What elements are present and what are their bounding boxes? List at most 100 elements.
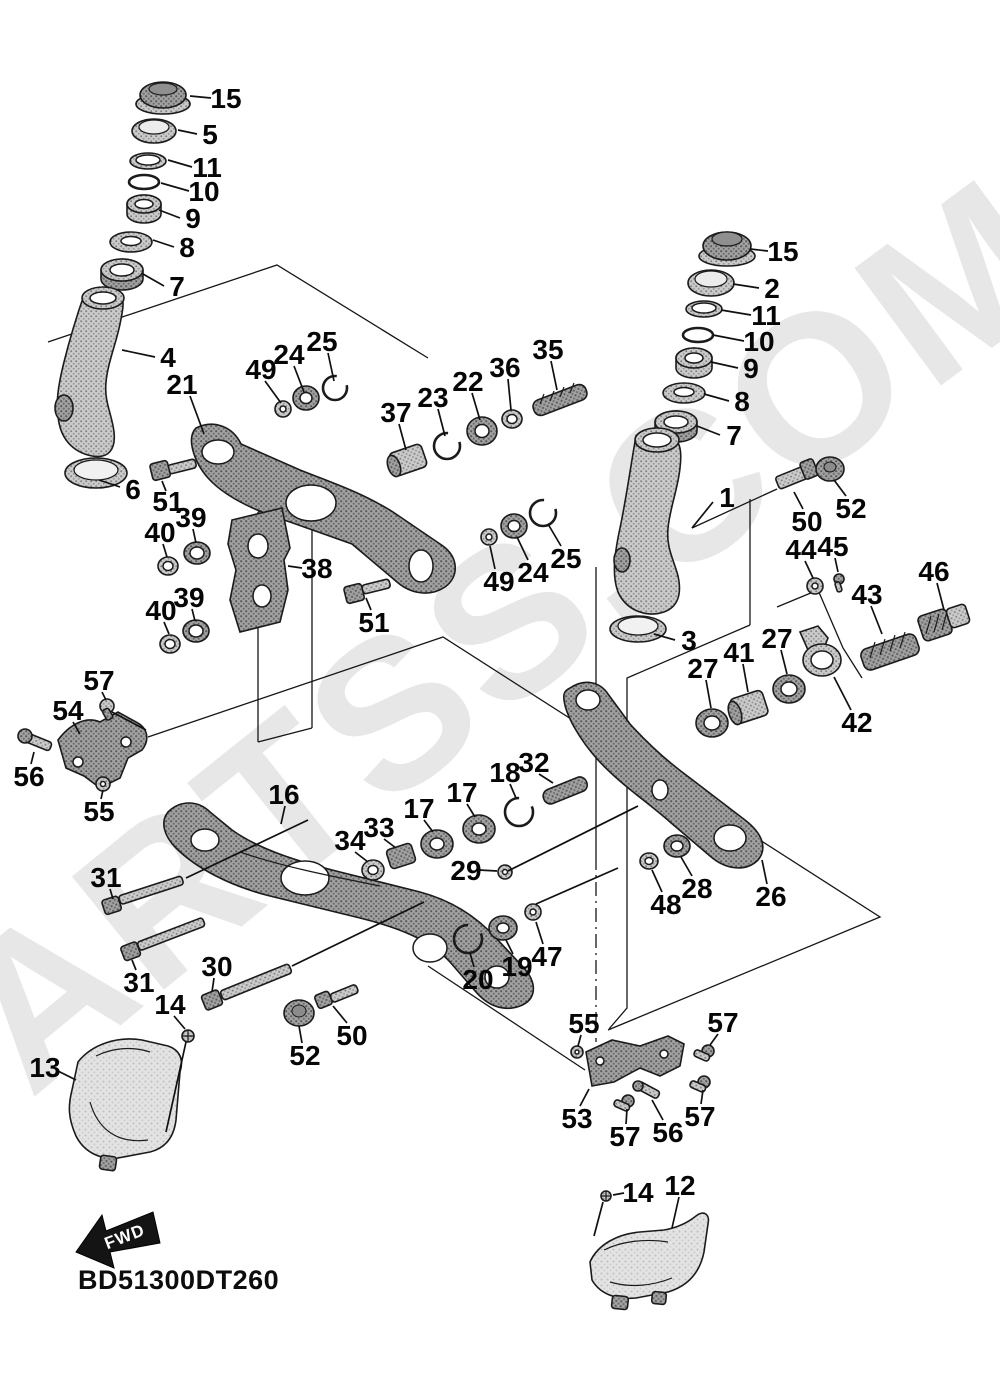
part-number-label: 28 (681, 873, 712, 904)
part-number-label: 2 (764, 273, 780, 304)
part-12-guard-right (589, 1212, 710, 1311)
part-number-label: 11 (192, 152, 222, 183)
part-52-dome-washer-upper (815, 456, 845, 482)
part-number-label: 50 (336, 1020, 367, 1051)
leader-line (121, 349, 156, 358)
part-number-label: 5 (202, 119, 218, 150)
leader-line (804, 560, 814, 579)
leader-line (742, 663, 749, 693)
part-number-label: 46 (918, 556, 949, 587)
part-38-bracket (227, 507, 291, 633)
part-42-stopper-plate (798, 625, 842, 677)
leader-line (192, 528, 197, 544)
part-51-bolt-lower (343, 578, 391, 605)
leader-line (680, 856, 693, 877)
leader-line (109, 888, 114, 900)
leader-line (671, 1196, 680, 1229)
leader-line (280, 805, 286, 825)
part-number-label: 11 (751, 300, 781, 331)
part-number-label: 9 (185, 203, 201, 234)
leader-line (332, 1005, 348, 1024)
leader-line (152, 239, 175, 248)
part-number-label: 30 (201, 951, 232, 982)
part-55-nut-lower (570, 1045, 584, 1059)
leader-line (327, 352, 335, 382)
leader-line (177, 129, 198, 135)
part-number-label: 27 (761, 623, 792, 654)
part-55-nut-upper (95, 776, 111, 792)
leader-line (705, 679, 712, 709)
leader-line (700, 1089, 704, 1105)
parts-layer (17, 81, 971, 1311)
leader-line (163, 621, 170, 635)
fwd-arrow: FWD (75, 1211, 161, 1269)
leader-line (173, 1015, 186, 1030)
leader-line (579, 1088, 590, 1107)
part-number-label: 17 (403, 793, 434, 824)
leader-line (653, 633, 676, 641)
part-number-label: 56 (13, 761, 44, 792)
leader-line (298, 1025, 303, 1044)
part-number-label: 7 (169, 271, 185, 302)
part-number-label: 16 (268, 779, 299, 810)
part-number-label: 47 (531, 941, 562, 972)
leader-line (696, 425, 721, 436)
part-21-clamp-arm (190, 423, 457, 594)
part-number-label: 51 (152, 486, 183, 517)
leader-line (712, 334, 745, 342)
part-57-bolt-c (613, 1094, 635, 1112)
leader-line (293, 365, 305, 393)
part-36-ring (501, 409, 523, 429)
part-number-label: 57 (707, 1007, 738, 1038)
leader-line (437, 408, 446, 437)
leader-line (162, 543, 168, 558)
part-number-label: 15 (210, 83, 241, 114)
leader-line (189, 95, 212, 99)
leader-line (732, 283, 760, 289)
part-number-label: 49 (245, 354, 276, 385)
part-13-guard-left (68, 1038, 183, 1172)
part-number-label: 24 (517, 557, 549, 588)
part-25-snap-ring-lower (528, 498, 558, 528)
part-number-label: 15 (767, 236, 798, 267)
part-45-screw (833, 573, 845, 593)
part-number-label: 31 (123, 967, 154, 998)
part-29-nut (497, 864, 513, 880)
part-number-label: 55 (568, 1008, 599, 1039)
part-number-label: 20 (462, 964, 493, 995)
part-34-washer (361, 859, 385, 881)
part-number-label: 56 (652, 1117, 683, 1148)
part-40-ring-lower (159, 634, 181, 654)
part-2-nut-right (687, 269, 735, 297)
part-number-label: 32 (518, 747, 549, 778)
part-number-label: 25 (550, 543, 581, 574)
part-9-ringnut-left (126, 194, 162, 224)
leader-line (72, 721, 81, 735)
part-number-label: 40 (145, 595, 176, 626)
part-number-label: 34 (334, 825, 366, 856)
part-number-label: 23 (417, 382, 448, 413)
part-31-bolt-upper (101, 875, 184, 916)
part-number-label: 48 (650, 889, 681, 920)
part-number-label: 17 (446, 777, 477, 808)
part-39-ring-lower (182, 619, 210, 643)
part-number-label: 13 (29, 1052, 60, 1083)
part-number-label: 21 (166, 369, 197, 400)
leader-line (577, 1034, 582, 1047)
part-11-washer-right (685, 300, 723, 318)
leader-line (383, 838, 397, 849)
part-35-stud (532, 382, 588, 417)
part-48-ring (639, 852, 659, 870)
leader-line (710, 361, 739, 369)
part-25-snap-ring-upper (321, 374, 349, 402)
part-49-nut-upper (274, 400, 292, 418)
leader-line (365, 597, 372, 611)
part-number-label: 14 (622, 1177, 654, 1208)
part-8-seal-washer-right (662, 382, 706, 404)
leader-line (550, 360, 558, 391)
part-number-label: 37 (380, 397, 411, 428)
part-56-bolt-lower (632, 1080, 661, 1099)
part-number-label: 51 (358, 607, 389, 638)
